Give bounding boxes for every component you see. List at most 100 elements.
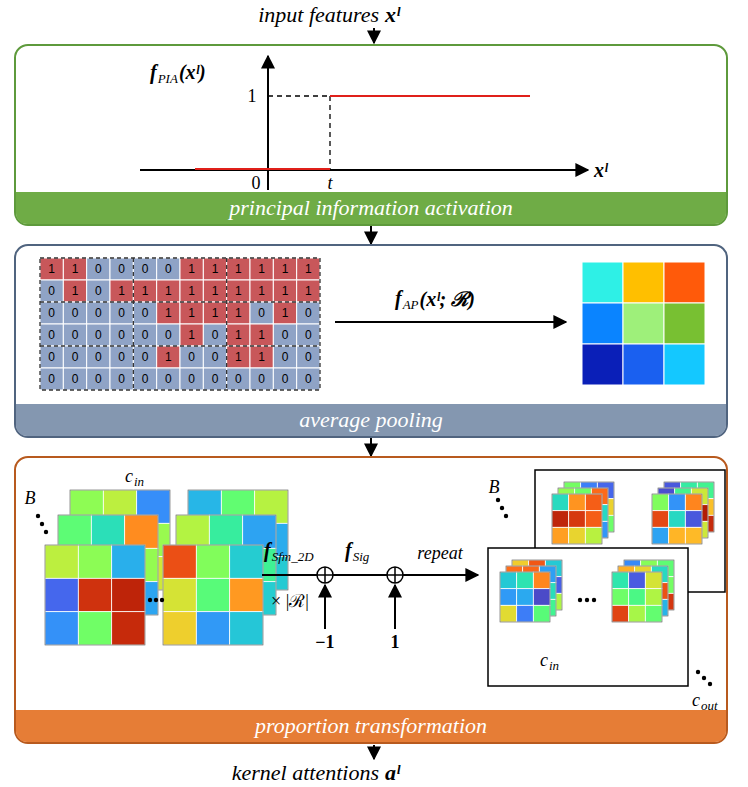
grid-cell	[63, 302, 86, 324]
grid-value: 0	[305, 350, 312, 364]
grid-value: 0	[142, 262, 149, 276]
grid-cell	[40, 280, 63, 302]
region-divider	[226, 258, 227, 390]
grid-cell	[203, 324, 226, 346]
flow-arrow	[370, 226, 372, 244]
grid-cell	[40, 302, 63, 324]
map-cell	[645, 589, 662, 606]
grid-cell	[133, 346, 156, 368]
grid-value: 0	[142, 306, 149, 320]
grid-cell	[297, 324, 320, 346]
grid-cell	[250, 302, 273, 324]
process-panel: proportion transformation	[14, 456, 728, 744]
grid-cell	[227, 258, 250, 280]
math-label: f	[150, 61, 157, 84]
grid-value: 0	[72, 372, 79, 386]
ellipsis-dot	[40, 522, 44, 526]
pooled-cell	[664, 344, 705, 385]
grid-frame	[40, 258, 320, 390]
grid-value: 1	[72, 284, 79, 298]
grid-value: 0	[165, 372, 172, 386]
grid-cell	[297, 368, 320, 390]
map-cell	[163, 545, 196, 578]
grid-value: 0	[282, 372, 289, 386]
grid-cell	[40, 258, 63, 280]
ellipsis-dot	[36, 514, 40, 518]
ellipsis-dot	[160, 598, 164, 602]
math-label: (xˡ)	[179, 61, 206, 84]
grid-value: 1	[305, 284, 312, 298]
math-label: c	[125, 466, 133, 487]
math-label: aˡ	[385, 760, 400, 786]
map-cell	[652, 527, 669, 544]
math-label: c	[540, 650, 548, 671]
map-cell	[500, 589, 517, 606]
grid-value: 0	[95, 306, 102, 320]
grid-cell	[273, 324, 296, 346]
map-cell	[196, 612, 229, 645]
map-cell	[517, 589, 534, 606]
grid-value: 1	[188, 284, 195, 298]
grid-cell	[227, 368, 250, 390]
grid-value: 0	[72, 328, 79, 342]
ellipsis-dot	[148, 598, 152, 602]
grid-value: 0	[95, 284, 102, 298]
ellipsis-dot	[154, 598, 158, 602]
grid-value: 0	[48, 306, 55, 320]
pooled-cell	[582, 303, 623, 344]
map-cell	[585, 494, 602, 511]
grid-cell	[227, 280, 250, 302]
map-cell	[112, 545, 145, 578]
map-cell	[78, 578, 111, 611]
grid-value: 0	[72, 306, 79, 320]
grid-value: 1	[165, 306, 172, 320]
grid-value: 1	[258, 284, 265, 298]
grid-value: 1	[48, 262, 55, 276]
grid-value: 0	[142, 372, 149, 386]
map-border	[612, 572, 662, 622]
grid-cell	[250, 280, 273, 302]
grid-value: 1	[305, 262, 312, 276]
map-cell	[78, 612, 111, 645]
map-border	[163, 545, 263, 645]
map-cell	[612, 605, 629, 622]
ellipsis-dot	[504, 514, 508, 518]
attention-map	[500, 572, 550, 622]
grid-cell	[110, 302, 133, 324]
region-divider	[40, 301, 320, 302]
grid-value: 1	[188, 262, 195, 276]
grid-cell	[203, 368, 226, 390]
grid-value: 0	[305, 306, 312, 320]
map-cell	[196, 578, 229, 611]
map-cell	[500, 572, 517, 589]
grid-cell	[297, 346, 320, 368]
grid-value: 0	[188, 350, 195, 364]
math-label: repeat	[417, 543, 462, 564]
add-circle	[387, 567, 403, 583]
add-cross	[317, 567, 333, 583]
ellipsis-dot	[702, 676, 706, 680]
grid-cell	[133, 368, 156, 390]
map-cell	[612, 589, 629, 606]
process-panel: principal information activation	[14, 44, 728, 226]
map-cell	[685, 527, 702, 544]
grid-cell	[227, 324, 250, 346]
pooled-cell	[582, 262, 623, 303]
ellipsis-dot	[696, 670, 700, 674]
grid-cell	[273, 368, 296, 390]
grid-cell	[110, 258, 133, 280]
map-cell	[569, 527, 586, 544]
grid-value: 1	[235, 306, 242, 320]
grid-value: 1	[142, 284, 149, 298]
math-label: f	[264, 539, 271, 562]
map-cell	[112, 578, 145, 611]
map-cell	[517, 572, 534, 589]
grid-cell	[63, 368, 86, 390]
math-label: B	[25, 488, 36, 509]
map-cell	[517, 605, 534, 622]
add-operator	[317, 567, 333, 583]
grid-cell	[87, 258, 110, 280]
map-cell	[45, 578, 78, 611]
map-cell	[196, 545, 229, 578]
grid-value: 1	[212, 284, 219, 298]
